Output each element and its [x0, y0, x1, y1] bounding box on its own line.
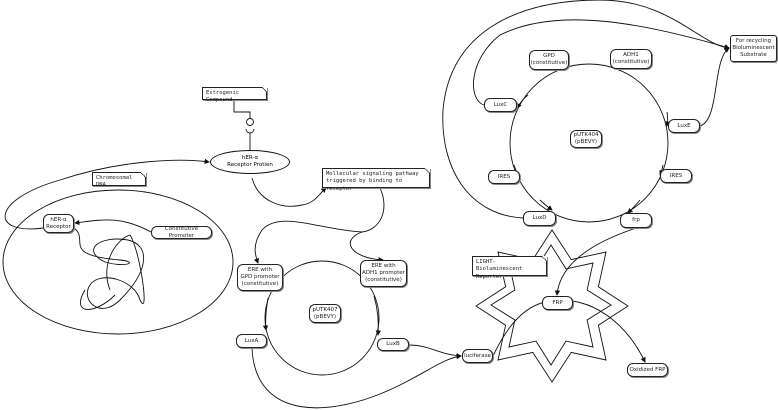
edge-to-luxe: [665, 111, 671, 127]
edge-protein-to-signaling: [251, 177, 327, 207]
edge-luxe-to-recycling: [699, 47, 730, 127]
oxidized-frp-node[interactable]: Oxidized FRP: [627, 363, 668, 377]
putk404-plasmid: [509, 63, 669, 223]
ligand-icon: [246, 118, 254, 126]
putk407-plasmid: [264, 260, 380, 376]
light-star-inner: [490, 244, 612, 366]
constitutive-promoter-node[interactable]: Constitutive Promoter: [151, 226, 212, 239]
edge-to-luxc: [516, 94, 529, 109]
ere-adh1-node[interactable]: ERE with ADH1 promoter (constitutive): [360, 260, 407, 287]
edge-adh1-to-luxb: [373, 295, 382, 336]
putk404-label[interactable]: pUTK404 (pBEVY): [570, 130, 602, 148]
luciferase-node[interactable]: luciferase: [462, 349, 493, 363]
edge-gpd-to-luxa: [262, 297, 269, 331]
luxb-node[interactable]: LuxB: [377, 338, 409, 351]
estrogenic-compound-note: Estrogenic Compound: [202, 87, 267, 103]
ere-gpd-node[interactable]: ERE with GPD promoter (constitutive): [237, 264, 283, 291]
signaling-pathway-note: Mollecular signaling pathway triggered b…: [322, 168, 430, 192]
edge-to-luxd: [539, 199, 553, 211]
her-receptor-protein[interactable]: hER-α Receptor Protien: [210, 150, 290, 174]
luxe-node[interactable]: LuxE: [668, 119, 700, 133]
edge-her-to-protein: [4, 158, 210, 230]
frp-protein-node[interactable]: FRP: [542, 296, 573, 310]
luxd-node[interactable]: LuxD: [523, 211, 556, 226]
chromosomal-dna-note: Chromosomal DNA: [92, 172, 146, 188]
edge-signaling-to-ere-adh1: [349, 231, 384, 263]
light-star-outer: [475, 229, 629, 383]
edge-luxa-to-luciferase: [251, 347, 462, 409]
edge-luxd-to-recycling: [442, 0, 730, 219]
ires-right-node[interactable]: IRES: [660, 169, 692, 183]
ires-left-node[interactable]: IRES: [488, 170, 520, 184]
frp-gene-node[interactable]: frp: [620, 213, 652, 228]
recycling-substrate-node[interactable]: For recycling Bioluminescent Substrate: [730, 35, 777, 62]
edge-promoter-to-her: [74, 219, 152, 233]
edge-luxb-to-luciferase: [408, 344, 462, 359]
adh1-node[interactable]: ADH1 (constitutive): [610, 49, 652, 69]
luxc-node[interactable]: LuxC: [484, 98, 517, 112]
dna-squiggle: [73, 227, 145, 310]
edge-signaling-to-ere-gpd: [253, 187, 385, 264]
luxa-node[interactable]: LuxA: [236, 334, 267, 348]
putk407-label[interactable]: pUTK407 (pBEVY): [309, 304, 341, 323]
chromosome-ellipse: [2, 189, 234, 335]
edge-luxc-to-recycling: [473, 19, 730, 106]
receptor-socket-icon: [245, 128, 255, 150]
edge-frp-to-frp: [554, 227, 637, 296]
edge-to-frp: [627, 199, 641, 214]
her-receptor-node[interactable]: hER-α Receptor: [43, 214, 74, 233]
compound-connector: [233, 100, 251, 118]
light-reporter-note: LIGHT- Bioluminescent Reporter: [472, 256, 547, 280]
gpd-node[interactable]: GPD (constitutive): [529, 50, 569, 70]
